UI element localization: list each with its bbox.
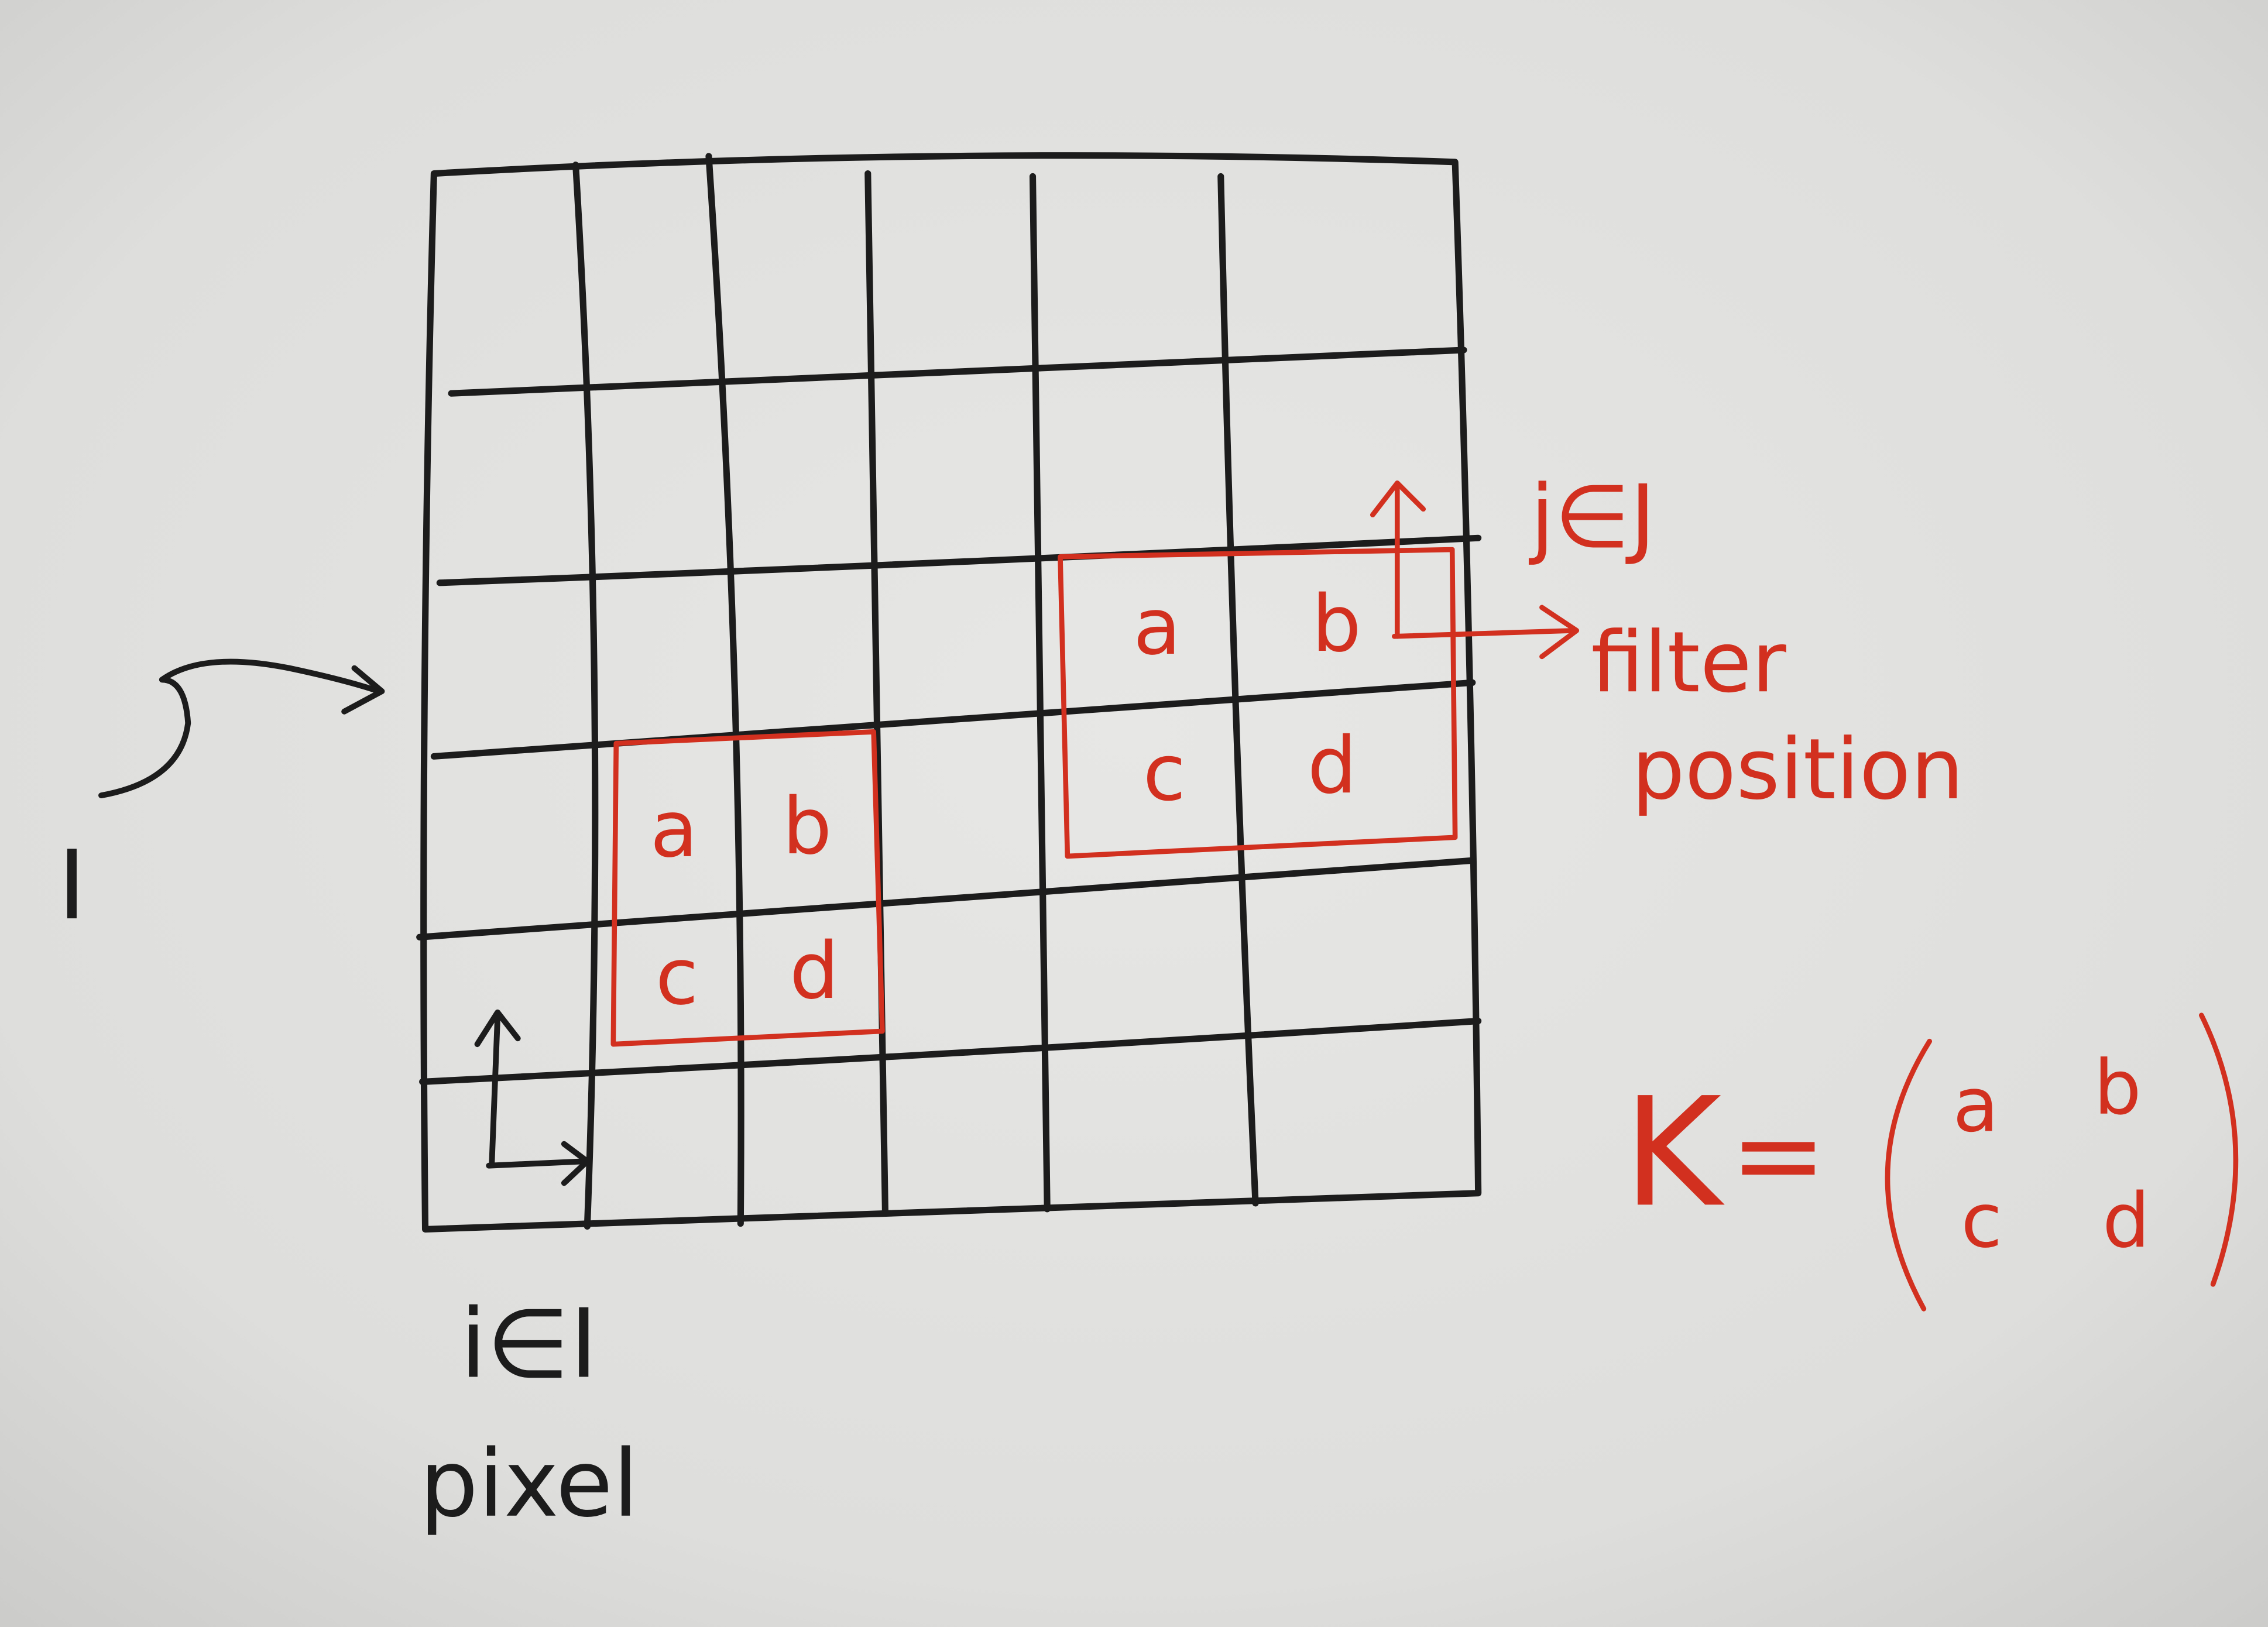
kernel-cell-b: b <box>1312 579 1361 670</box>
pixel-index-label: i∈I <box>460 1289 598 1400</box>
image-grid <box>416 152 1482 1233</box>
matrix-cell-d: d <box>2102 1178 2150 1265</box>
matrix-symbol: K <box>1623 1065 1727 1240</box>
kernel-box <box>1058 547 1458 859</box>
kernel-matrix: K = a b c d <box>1623 1012 2239 1312</box>
kernel-overlay-small: a b c d <box>610 729 885 1047</box>
kernel-cell-d: d <box>1308 720 1357 811</box>
image-label: I <box>58 830 86 941</box>
grid-hline <box>430 679 1476 760</box>
kernel-cell-d: d <box>790 926 839 1017</box>
kernel-cell-a: a <box>1133 582 1181 672</box>
matrix-brackets <box>1885 1012 2239 1312</box>
grid-vline <box>1029 173 1051 1213</box>
grid-vline <box>572 162 599 1230</box>
matrix-cell-a: a <box>1953 1062 1999 1149</box>
axes-icon <box>474 1009 591 1186</box>
grid-hline <box>419 1018 1482 1085</box>
kernel-cell-a: a <box>650 784 698 875</box>
axes-icon <box>1370 480 1580 660</box>
grid-vline <box>864 170 888 1216</box>
matrix-cell-b: b <box>2094 1045 2142 1132</box>
grid-vline <box>705 153 744 1227</box>
pixel-label: pixel <box>420 1430 639 1538</box>
kernel-overlay-large: a b c d <box>1058 547 1458 859</box>
grid-hline <box>448 346 1467 397</box>
kernel-cell-b: b <box>783 781 832 872</box>
filter-position-label: position <box>1632 720 1964 818</box>
kernel-box <box>610 729 885 1047</box>
curved-arrow-icon <box>98 658 385 799</box>
matrix-equals: = <box>1730 1087 1827 1222</box>
kernel-cell-c: c <box>656 932 698 1022</box>
filter-label: filter <box>1591 613 1786 711</box>
grid-frame <box>420 152 1482 1233</box>
kernel-cell-c: c <box>1143 728 1186 819</box>
grid-hline <box>416 857 1476 940</box>
matrix-cell-c: c <box>1961 1178 2002 1265</box>
grid-vline <box>1217 173 1259 1207</box>
filter-index-label: j∈J <box>1529 466 1656 567</box>
